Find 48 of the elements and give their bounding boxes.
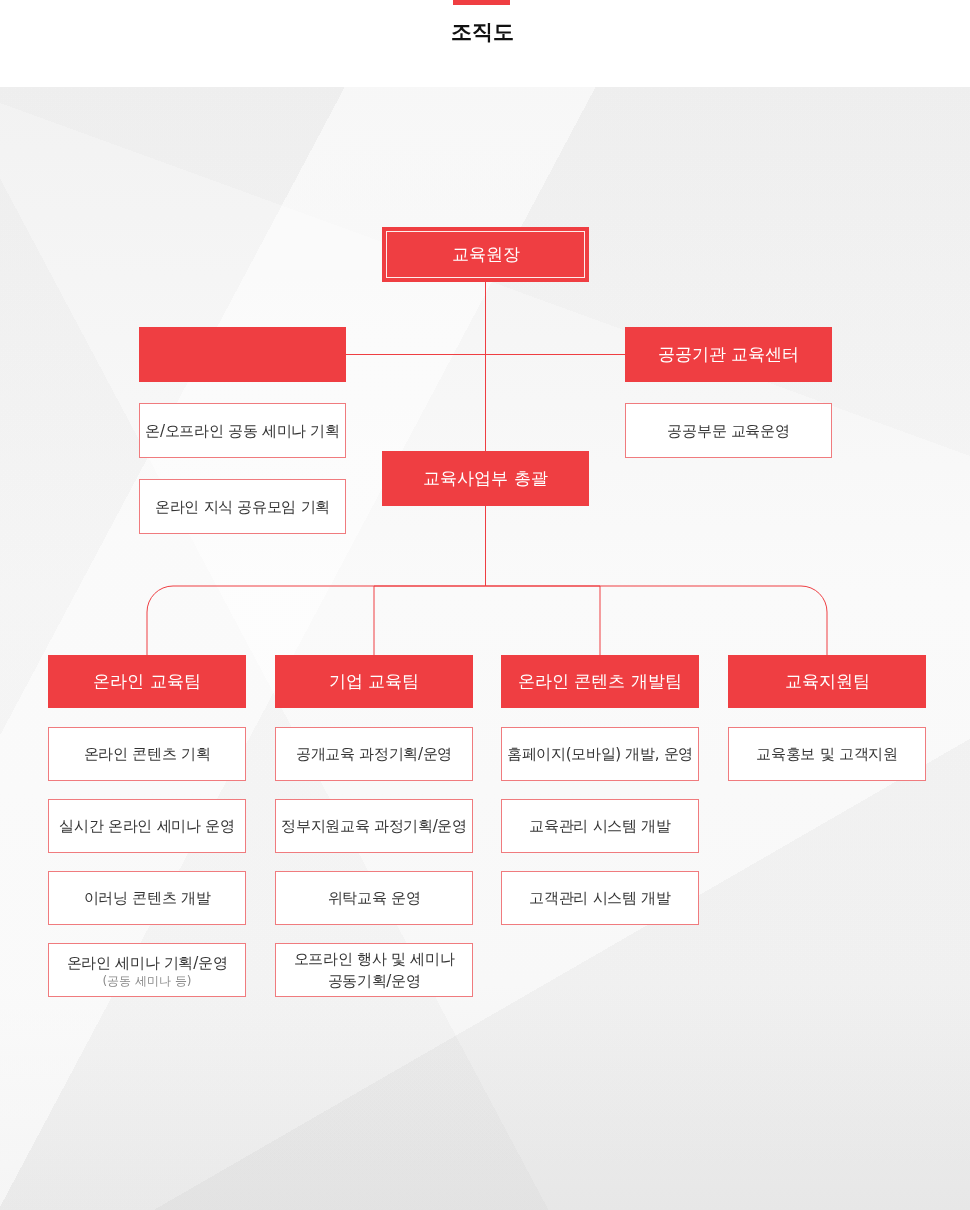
task-box <box>275 727 473 781</box>
unit-box <box>382 451 589 506</box>
unit-name: 실시간 온라인 세미나 운영 <box>59 816 235 837</box>
director-box <box>382 227 589 282</box>
task-box <box>48 871 246 925</box>
task-box <box>728 727 926 781</box>
unit-name: 홈페이지(모바일) 개발, 운영 <box>506 744 694 765</box>
chart-title: 조직도 <box>450 19 514 46</box>
unit-name: 교육홍보 및 고객지원 <box>756 744 898 765</box>
task-box <box>48 943 246 997</box>
unit-name: 이러닝 콘텐츠 개발 <box>83 888 211 909</box>
unit-name: 오프라인 행사 및 세미나 공동기획/운영 <box>292 949 456 992</box>
task-box <box>139 403 346 458</box>
task-box <box>275 943 473 997</box>
unit-name: 정부지원교육 과정기획/운영 <box>281 816 467 837</box>
unit-name: 고객관리 시스템 개발 <box>529 888 671 909</box>
unit-name: 온라인 콘텐츠 기획 <box>83 744 211 765</box>
unit-note: (공동 세미나 등) <box>102 973 192 989</box>
task-box <box>48 727 246 781</box>
task-box <box>275 871 473 925</box>
task-box <box>501 727 699 781</box>
unit-name: 온라인 지식 공유모임 기획 <box>154 496 331 518</box>
unit-name: 공공부문 교육운영 <box>667 420 790 442</box>
unit-name: 교육원장 <box>451 243 520 266</box>
unit-box <box>625 327 832 382</box>
unit-name: 교육관리 시스템 개발 <box>529 816 671 837</box>
unit-name: 온라인 콘텐츠 개발팀 <box>518 670 682 693</box>
unit-name: 온라인 세미나 기획/운영 <box>66 952 228 974</box>
unit-name: 공공기관 교육센터 <box>657 343 800 366</box>
task-box <box>48 799 246 853</box>
connector-line <box>485 281 626 355</box>
unit-box <box>275 655 473 708</box>
unit-name: 교육사업부 총괄 <box>423 467 548 490</box>
task-box <box>275 799 473 853</box>
unit-box <box>139 327 346 382</box>
task-box <box>501 871 699 925</box>
unit-name: 온/오프라인 공동 세미나 기획 <box>145 420 340 442</box>
unit-name: 위탁교육 운영 <box>327 888 421 909</box>
unit-name: 온라인 교육팀 <box>93 670 201 693</box>
unit-box <box>48 655 246 708</box>
task-box <box>139 479 346 534</box>
task-box <box>501 799 699 853</box>
unit-box <box>501 655 699 708</box>
task-box <box>625 403 832 458</box>
unit-box <box>728 655 926 708</box>
unit-name: 기업 교육팀 <box>328 670 420 693</box>
unit-name: 교육지원팀 <box>784 670 870 693</box>
unit-name: 공개교육 과정기획/운영 <box>295 744 453 765</box>
